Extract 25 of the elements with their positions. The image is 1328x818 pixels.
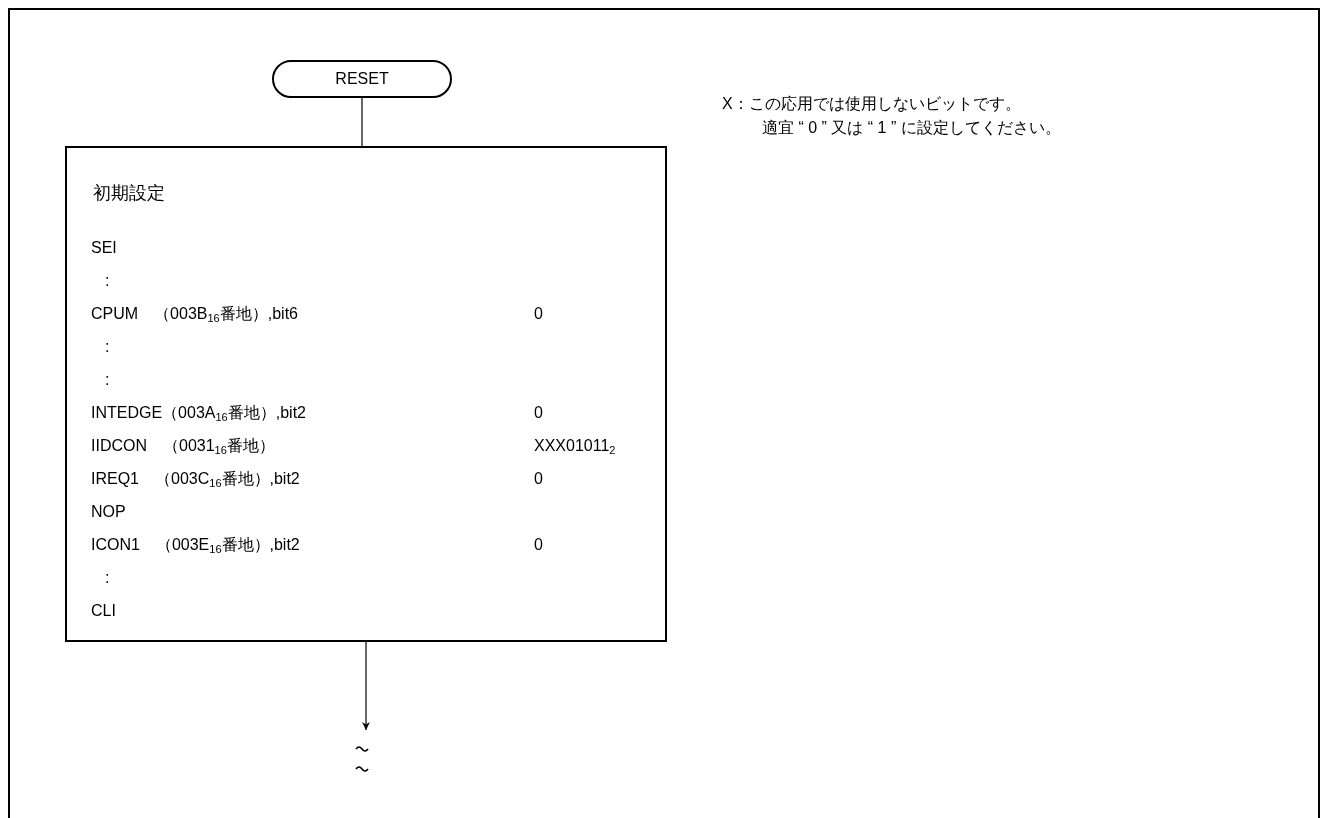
ellipsis: : bbox=[105, 370, 110, 390]
note-text: 適宜 “ 0 ” 又は “ 1 ” に設定してください。 bbox=[761, 118, 1061, 138]
instruction-text: IREQ1 （003C$_{16}$番地）,bit2 bbox=[91, 469, 300, 489]
instruction-text: NOP bbox=[91, 502, 126, 522]
register-value: 0 bbox=[534, 304, 543, 324]
register-value: 0 bbox=[534, 403, 543, 423]
process-box bbox=[65, 146, 667, 642]
note-text: X：この応用では使用しないビットです。 bbox=[722, 94, 1021, 114]
instruction-text: IIDCON （0031$_{16}$番地） bbox=[91, 436, 275, 456]
connector-line bbox=[361, 97, 363, 147]
ellipsis: : bbox=[105, 271, 110, 291]
register-value: XXX01011$_{2}$ bbox=[534, 436, 616, 456]
instruction-text: ICON1 （003E$_{16}$番地）,bit2 bbox=[91, 535, 300, 555]
terminator-label: RESET bbox=[335, 69, 389, 89]
register-value: 0 bbox=[534, 469, 543, 489]
instruction-text: SEI bbox=[91, 238, 117, 258]
instruction-text: CLI bbox=[91, 601, 116, 621]
ellipsis: : bbox=[105, 337, 110, 357]
instruction-text: INTEDGE（003A$_{16}$番地）,bit2 bbox=[91, 403, 306, 423]
ellipsis: : bbox=[105, 568, 110, 588]
arrow bbox=[362, 641, 370, 731]
instruction-text: CPUM （003B$_{16}$番地）,bit6 bbox=[91, 304, 298, 324]
register-value: 0 bbox=[534, 535, 543, 555]
box-heading: 初期設定 bbox=[93, 182, 165, 205]
terminator bbox=[272, 60, 452, 98]
